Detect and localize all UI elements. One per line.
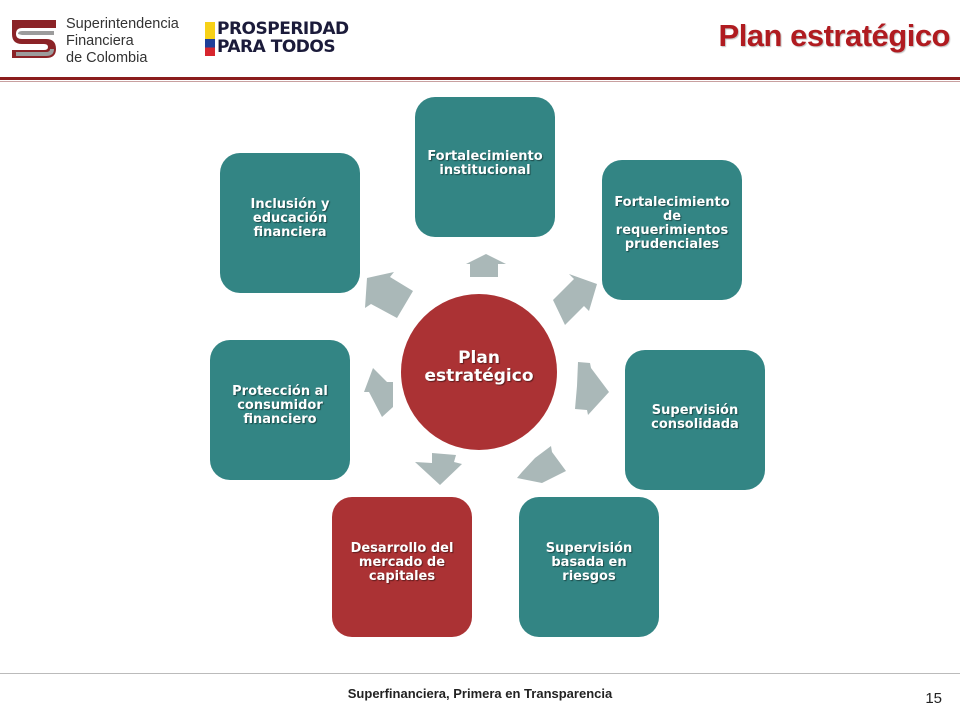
header-divider: [0, 77, 960, 80]
node-desarrollo-mercado: Desarrollo del mercado de capitales: [332, 497, 472, 637]
header-divider-shadow: [0, 81, 960, 82]
prosperidad-logo-text: PROSPERIDAD PARA TODOS: [217, 20, 349, 56]
node-supervision-consolidada: Supervisión consolidada: [625, 350, 765, 490]
center-plan-estrategico: Plan estratégico: [401, 294, 557, 450]
center-label: Plan estratégico: [424, 348, 534, 386]
superintendencia-logo: Superintendencia Financiera de Colombia: [8, 14, 179, 67]
node-fortalecimiento-requerimientos: Fortalecimiento de requerimientos pruden…: [602, 160, 742, 300]
slide-header: Superintendencia Financiera de Colombia …: [0, 0, 960, 82]
sfc-logo-line: Financiera: [66, 33, 134, 49]
footer-tagline: Superfinanciera, Primera en Transparenci…: [347, 686, 613, 701]
pt-logo-line: PROSPERIDAD: [217, 19, 349, 39]
node-label: Desarrollo del mercado de capitales: [350, 541, 454, 584]
arrow-to-supervision-consolidada: [575, 362, 609, 415]
arrow-to-inclusion-educacion: [365, 272, 413, 318]
pt-logo-line: PARA TODOS: [217, 37, 336, 57]
node-label: Fortalecimiento institucional: [427, 149, 543, 178]
page-number: 15: [925, 690, 942, 707]
prosperidad-logo: PROSPERIDAD PARA TODOS: [205, 20, 349, 60]
node-label: Supervisión consolidada: [651, 403, 739, 432]
colombia-flag-icon: [205, 22, 215, 56]
node-label: Fortalecimiento de requerimientos pruden…: [614, 195, 730, 252]
node-proteccion-consumidor: Protección al consumidor financiero: [210, 340, 350, 480]
arrow-to-desarrollo-mercado: [415, 453, 462, 485]
node-label: Inclusión y educación financiera: [250, 197, 330, 240]
node-fortalecimiento-institucional: Fortalecimiento institucional: [415, 97, 555, 237]
footer-divider: [0, 673, 960, 674]
page-title: Plan estratégico: [718, 18, 951, 53]
node-label: Protección al consumidor financiero: [232, 384, 328, 427]
node-inclusion-educacion: Inclusión y educación financiera: [220, 153, 360, 293]
arrow-to-fortalecimiento-institucional: [466, 254, 506, 277]
sfc-logo-line: de Colombia: [66, 50, 148, 66]
sfc-emblem-icon: [8, 14, 60, 64]
arrow-to-supervision-riesgos: [517, 446, 566, 483]
node-label: Supervisión basada en riesgos: [545, 541, 633, 584]
node-supervision-riesgos: Supervisión basada en riesgos: [519, 497, 659, 637]
sfc-logo-text: Superintendencia Financiera de Colombia: [66, 16, 179, 67]
arrow-to-proteccion-consumidor: [364, 368, 393, 417]
sfc-logo-line: Superintendencia: [66, 16, 179, 32]
arrow-to-fortalecimiento-requerimientos: [553, 274, 597, 325]
